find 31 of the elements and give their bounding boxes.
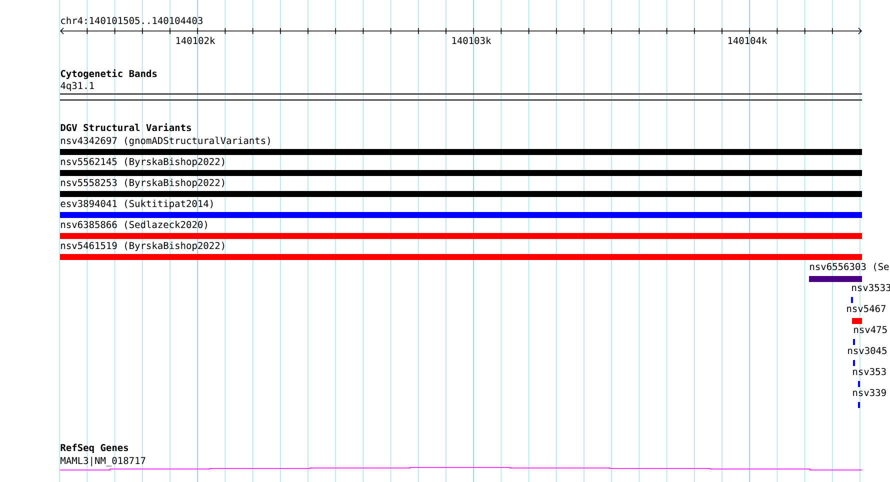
node-label: nsv6385866 (Sedlazeck2020) <box>61 220 207 230</box>
node-label: esv3894041 (Suktitipat2014) <box>60 200 213 209</box>
cytoband: 4q31.1 <box>60 82 862 100</box>
variant-feature: nsv353 <box>853 368 886 387</box>
node-label: nsv475 <box>854 326 887 334</box>
gene-feature: MAML3|NM_018717 <box>60 456 862 470</box>
node-label: nsv5461519 (ByrskaBishop2022) <box>61 242 224 251</box>
variant-feature: nsv475 <box>853 326 887 345</box>
variant-feature: nsv5562145 (ByrskaBishop2022) <box>60 158 862 176</box>
locus-label: chr4:140101505..140104403 <box>61 16 202 24</box>
variant-feature: nsv6385866 (Sedlazeck2020) <box>60 220 862 239</box>
track-heading: DGV Structural Variants <box>60 123 191 132</box>
tick-label: 140104k <box>728 36 768 44</box>
node-label: nsv4342697 (gnomADStructuralVariants) <box>61 136 270 146</box>
tick-label: 140102k <box>176 36 216 44</box>
node-label: nsv3045 <box>848 346 886 354</box>
variant-feature: nsv3045 <box>848 346 886 366</box>
node-label: nsv5558253 (ByrskaBishop2022) <box>61 178 224 188</box>
variant-feature: esv3894041 (Suktitipat2014) <box>60 200 862 218</box>
node-label: nsv5562145 (ByrskaBishop2022) <box>61 158 224 167</box>
variant-feature: nsv339 <box>853 388 886 408</box>
variant-feature: nsv5467 <box>847 304 886 324</box>
variant-feature: nsv4342697 (gnomADStructuralVariants) <box>60 136 862 155</box>
node-label: nsv339 <box>853 388 886 396</box>
variant-feature: nsv5461519 (ByrskaBishop2022) <box>60 242 862 260</box>
node-label: nsv6556303 (Se <box>810 262 889 272</box>
variant-feature: nsv5558253 (ByrskaBishop2022) <box>60 178 862 197</box>
node-label: nsv5467 <box>847 304 886 312</box>
node-label: nsv353 <box>853 368 886 376</box>
tick-label: 140103k <box>452 36 492 44</box>
variant-feature: nsv6556303 (Se <box>809 262 889 282</box>
